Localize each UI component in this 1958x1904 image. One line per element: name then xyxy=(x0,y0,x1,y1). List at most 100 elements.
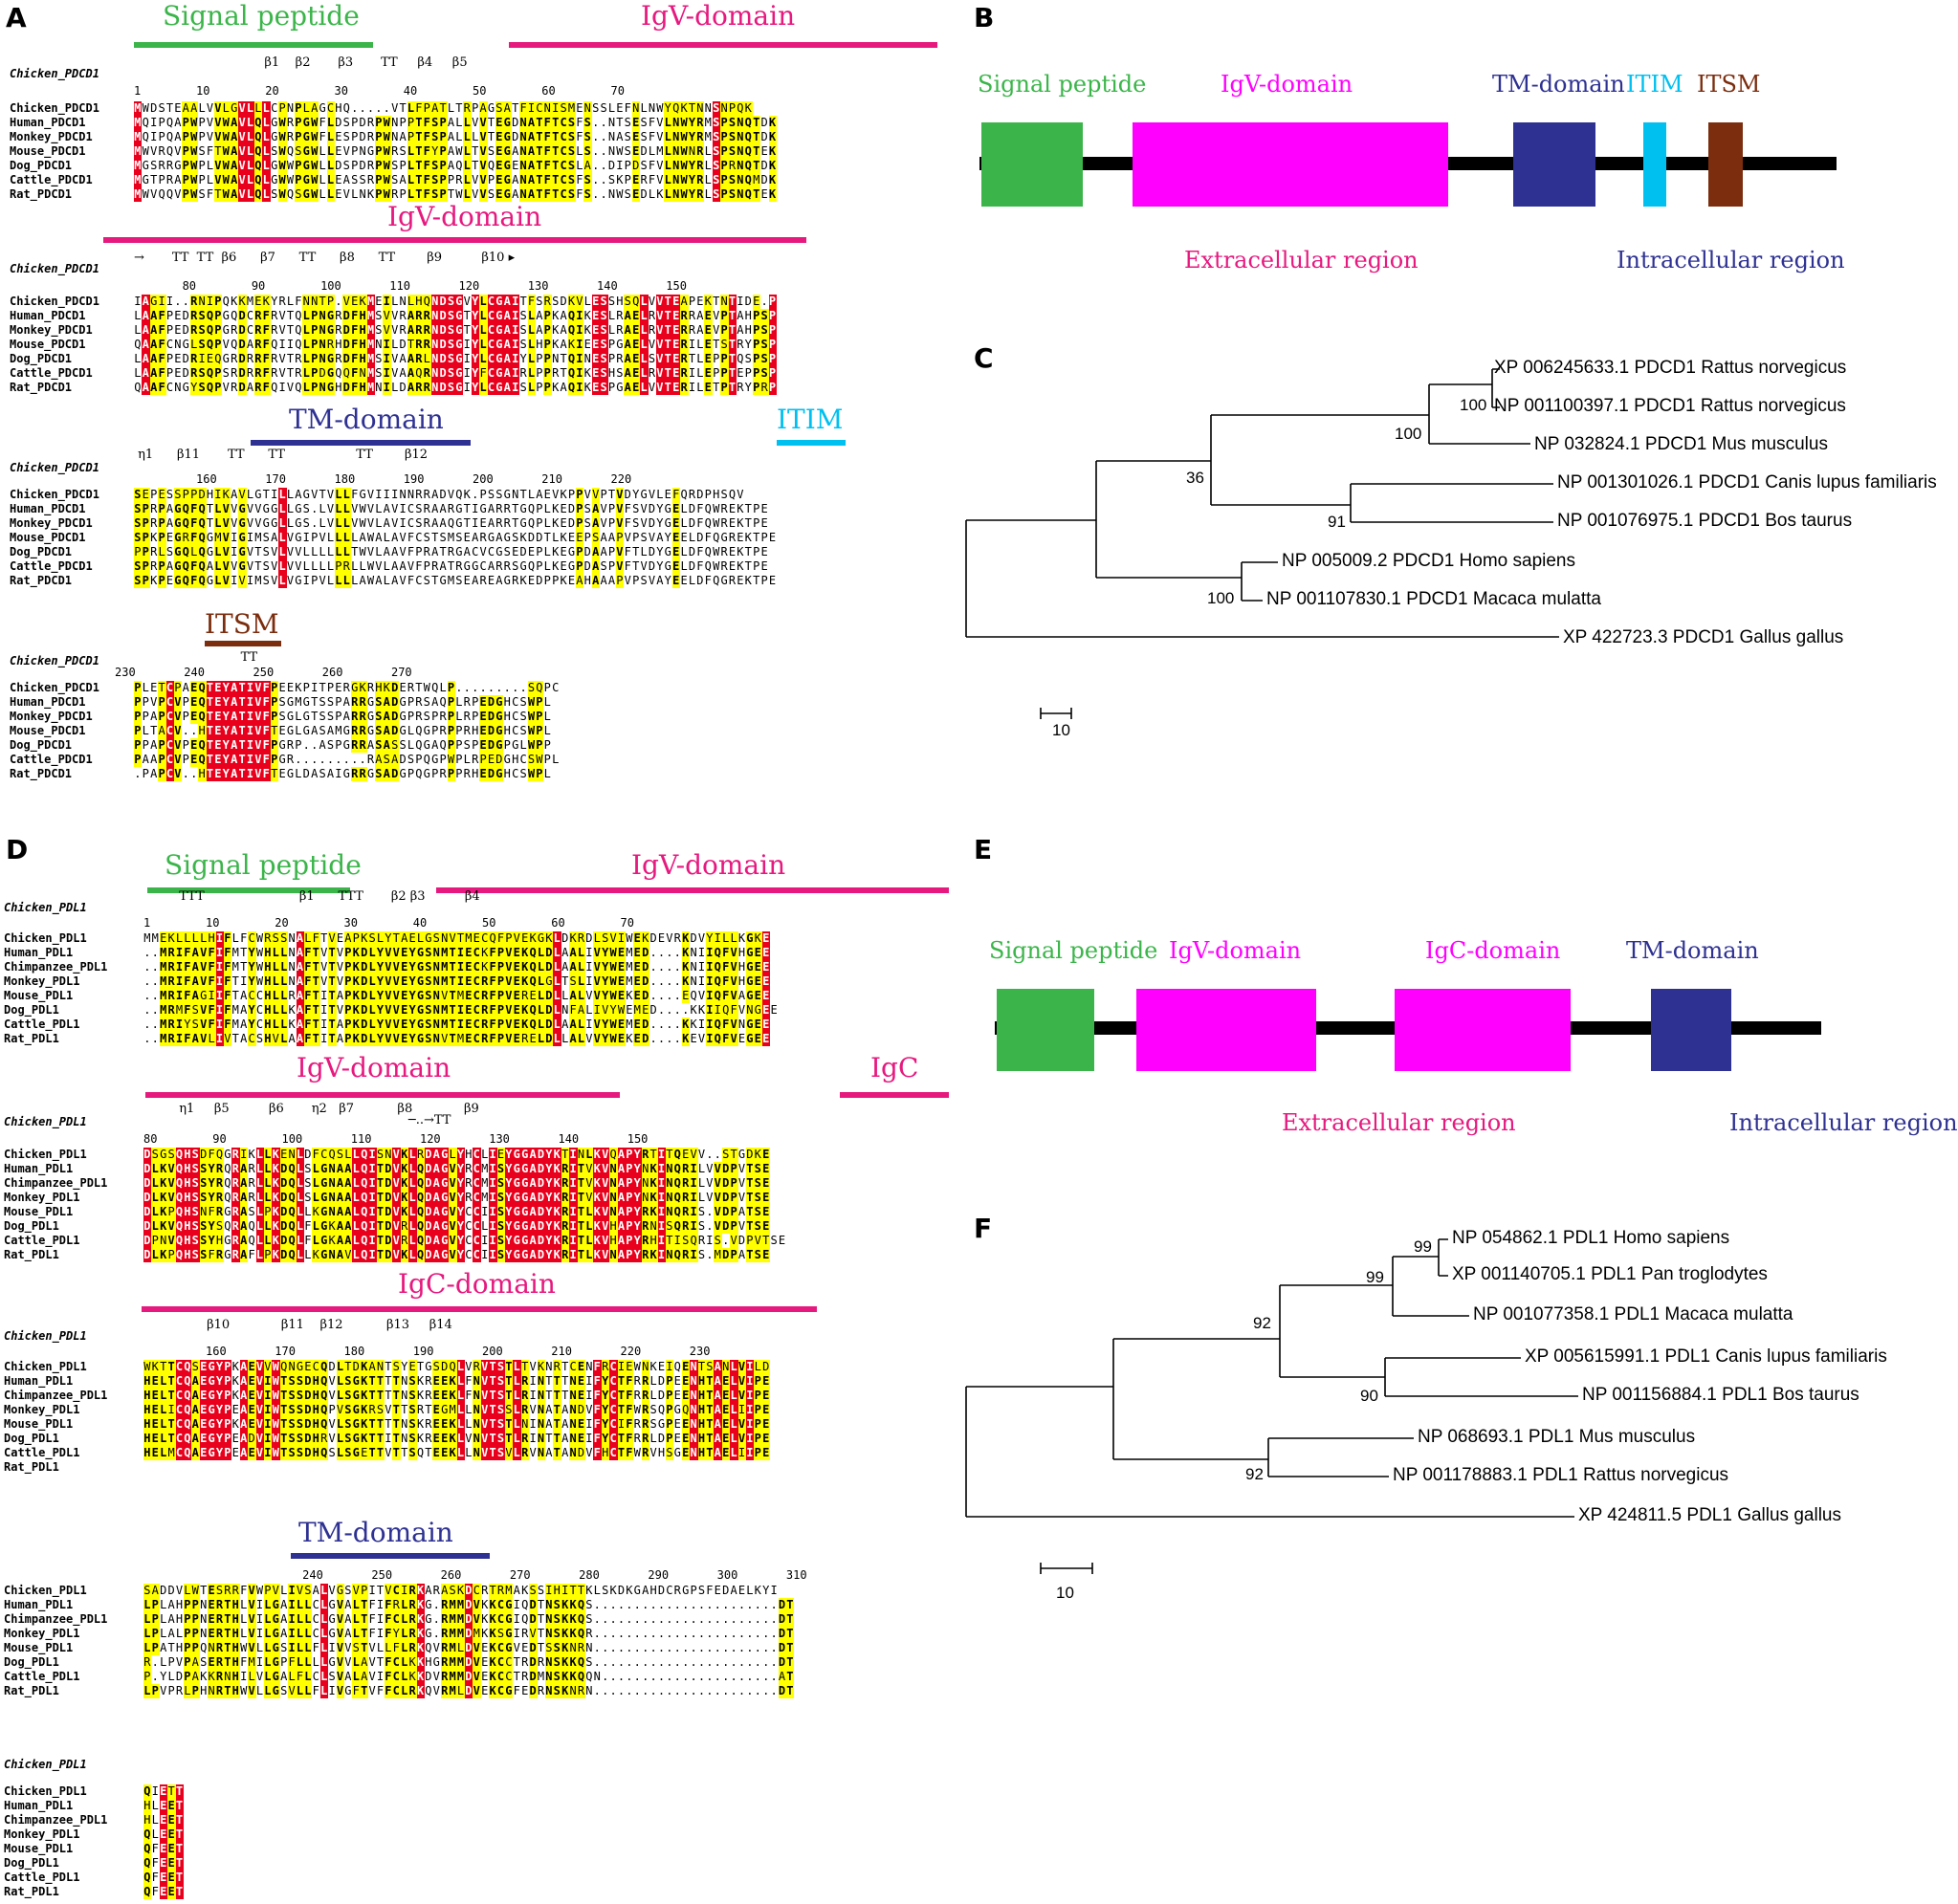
residue: Y xyxy=(656,559,665,573)
residue: Q xyxy=(198,531,207,545)
residue: A xyxy=(431,695,439,709)
residue: E xyxy=(335,130,343,143)
residue: L xyxy=(335,516,343,531)
taxon-label: NP 001076975.1 PDCD1 Bos taurus xyxy=(1557,511,1853,531)
residue: Q xyxy=(423,295,431,309)
residue: C xyxy=(487,545,495,558)
residue: E xyxy=(278,724,287,737)
residue: F xyxy=(407,531,415,544)
residue: L xyxy=(463,187,472,202)
residue: P xyxy=(752,338,761,352)
residue: T xyxy=(551,187,561,202)
residue: D xyxy=(302,767,311,780)
residue: F xyxy=(158,352,166,366)
residue: C xyxy=(165,767,174,781)
residue: F xyxy=(423,144,431,159)
residue: M xyxy=(752,173,761,187)
residue: G xyxy=(664,545,672,558)
residue: L xyxy=(527,366,536,381)
residue: C xyxy=(487,309,495,323)
residue: . xyxy=(472,488,479,501)
residue: V xyxy=(214,101,223,116)
residue: A xyxy=(503,366,512,381)
residue: V xyxy=(463,295,472,308)
intracellular-region-label: Intracellular region xyxy=(1617,247,1845,274)
residue: L xyxy=(262,187,271,202)
residue: P xyxy=(472,695,479,709)
residue: D xyxy=(182,352,190,365)
residue: K xyxy=(560,574,568,587)
bar-itsm xyxy=(205,641,281,646)
residue: E xyxy=(591,338,601,352)
residue: V xyxy=(383,323,391,338)
residue: I xyxy=(391,488,399,501)
residue: P xyxy=(439,159,448,173)
residue: R xyxy=(182,531,190,545)
residue: T xyxy=(632,545,640,558)
residue: S xyxy=(503,545,512,558)
residue: W xyxy=(536,753,544,767)
residue: R xyxy=(616,323,625,337)
label-itsm: ITSM xyxy=(205,608,279,640)
residue: T xyxy=(463,516,472,530)
residue: S xyxy=(519,338,528,351)
residue: D xyxy=(487,738,495,753)
residue: S xyxy=(487,187,495,201)
residue: G xyxy=(495,352,504,366)
sequence-name: Mouse_PDCD1 xyxy=(10,144,86,158)
residue: S xyxy=(278,710,287,723)
residue: G xyxy=(503,574,512,587)
residue: G xyxy=(495,724,504,738)
residue: P xyxy=(455,724,464,737)
residue: A xyxy=(495,531,504,544)
residue: L xyxy=(302,559,311,573)
residue: W xyxy=(616,187,625,201)
residue: V xyxy=(286,574,295,587)
residue: G xyxy=(495,295,504,309)
residue: R xyxy=(271,323,278,337)
residue: K xyxy=(704,295,713,309)
residue: S xyxy=(567,173,576,187)
residue: P xyxy=(326,681,335,694)
residue: L xyxy=(335,574,343,588)
residue: A xyxy=(487,502,495,515)
residue: G xyxy=(664,502,672,515)
residue: A xyxy=(560,323,568,337)
residue: I xyxy=(246,695,254,710)
residue: V xyxy=(238,187,247,202)
residue: I xyxy=(246,753,254,767)
residue: Q xyxy=(254,159,263,173)
residue: R xyxy=(271,309,278,322)
sequence-name: Mouse_PDCD1 xyxy=(10,338,86,351)
residue: K xyxy=(768,144,777,159)
residue: P xyxy=(455,738,464,752)
residue: R xyxy=(728,531,737,544)
residue: G xyxy=(455,309,464,323)
residue: D xyxy=(487,695,495,710)
residue: Y xyxy=(519,352,528,365)
residue: D xyxy=(182,309,190,322)
residue: T xyxy=(664,323,672,338)
residue: S xyxy=(720,338,729,352)
residue: L xyxy=(680,559,689,573)
residue: T xyxy=(744,559,753,573)
residue: A xyxy=(430,101,440,116)
residue: I xyxy=(463,381,472,394)
label-signal-peptide: Signal peptide xyxy=(163,0,360,32)
residue: I xyxy=(231,531,238,544)
residue: D xyxy=(238,323,247,338)
residue: E xyxy=(631,116,641,130)
residue: L xyxy=(688,574,696,587)
residue: R xyxy=(512,574,519,587)
residue: F xyxy=(206,187,214,201)
residue: Y xyxy=(471,309,480,323)
residue: S xyxy=(760,323,769,338)
extracellular-region-label: Extracellular region xyxy=(1184,247,1419,274)
residue: P xyxy=(720,173,729,187)
residue: S xyxy=(439,531,448,544)
residue: S xyxy=(591,531,601,545)
residue: Q xyxy=(295,338,303,351)
residue: D xyxy=(439,309,448,323)
residue: R xyxy=(254,366,263,381)
residue: V xyxy=(222,574,231,588)
